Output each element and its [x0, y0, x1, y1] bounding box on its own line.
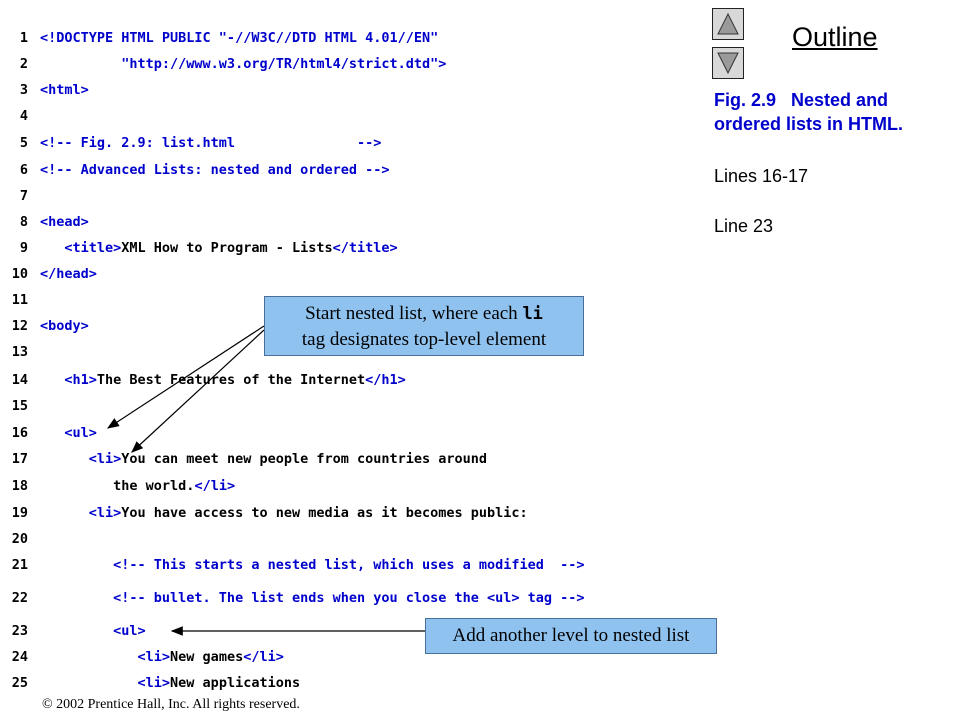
line-number: 9 — [19, 240, 28, 256]
line-number: 10 — [11, 266, 28, 282]
callout-nested-list: Start nested list, where each li tag des… — [264, 296, 584, 356]
code-token: <title> — [40, 240, 122, 256]
figure-number: Fig. 2.9 — [714, 90, 777, 110]
line-number: 7 — [19, 188, 28, 204]
arrow-to-line-16 — [106, 325, 265, 429]
line-number: 3 — [19, 82, 28, 98]
note-line-23: Line 23 — [714, 216, 774, 236]
code-text: <!-- Fig. 2.9: list.html --> — [40, 134, 381, 152]
code-token: the world. — [40, 478, 195, 494]
code-token: </head> — [40, 266, 97, 282]
code-text: </head> — [40, 265, 97, 283]
code-text: <!-- This starts a nested list, which us… — [40, 556, 585, 574]
triangle-down-icon — [717, 52, 739, 75]
line-number: 2 — [19, 56, 28, 72]
callout-li-code: li — [522, 304, 543, 324]
line-number: 5 — [19, 135, 28, 151]
line-number: 15 — [11, 398, 28, 414]
callout-nested-text-2: tag designates top-level element — [301, 329, 547, 350]
line-number: 1 — [19, 30, 28, 46]
code-token: <!-- bullet. The list ends when you clos… — [40, 590, 585, 606]
line-number: 21 — [11, 557, 28, 573]
code-text: <ul> — [40, 424, 97, 442]
code-text: <li>You can meet new people from countri… — [40, 450, 487, 468]
outline-title[interactable]: Outline — [792, 22, 878, 52]
code-token: <ul> — [40, 623, 146, 639]
line-number: 20 — [11, 531, 28, 547]
code-token: </h1> — [365, 372, 406, 388]
note-lines-16-17: Lines 16-17 — [714, 166, 809, 186]
line-number: 13 — [11, 344, 28, 360]
line-number: 19 — [11, 505, 28, 521]
next-slide-button[interactable] — [712, 47, 744, 79]
code-text: <!DOCTYPE HTML PUBLIC "-//W3C//DTD HTML … — [40, 29, 438, 47]
code-token: <!-- Fig. 2.9: list.html --> — [40, 135, 382, 151]
code-token: <li> — [40, 505, 122, 521]
code-token: The Best Features of the Internet — [96, 372, 366, 388]
code-token: "http://www.w3.org/TR/html4/strict.dtd"> — [40, 56, 447, 72]
code-token: New games — [170, 649, 244, 665]
callout-nested-text-1: Start nested list, where each — [305, 303, 523, 324]
line-number: 24 — [11, 649, 28, 665]
line-number: 17 — [11, 451, 28, 467]
code-token: <html> — [40, 82, 89, 98]
line-number: 6 — [19, 162, 28, 178]
code-token: <head> — [40, 214, 89, 230]
code-token: </title> — [332, 240, 398, 256]
line-number: 22 — [11, 590, 28, 606]
line-number: 25 — [11, 675, 28, 691]
line-number: 8 — [19, 214, 28, 230]
callout-another-level: Add another level to nested list — [425, 618, 717, 654]
code-text: <li>New games</li> — [40, 648, 284, 666]
code-token: <!-- This starts a nested list, which us… — [40, 557, 585, 573]
code-token: You can meet new people from countries a… — [121, 451, 488, 467]
code-token: <body> — [40, 318, 89, 334]
code-listing: 1 <!DOCTYPE HTML PUBLIC "-//W3C//DTD HTML… — [11, 29, 585, 692]
line-number: 18 — [11, 478, 28, 494]
line-number: 12 — [11, 318, 28, 334]
code-token: New applications — [170, 675, 301, 691]
figure-title: Nested and ordered lists in HTML. — [714, 90, 904, 134]
code-text: "http://www.w3.org/TR/html4/strict.dtd"> — [40, 55, 446, 73]
code-text: <li>New applications — [40, 674, 301, 692]
line-number: 16 — [11, 425, 28, 441]
line-number: 23 — [11, 623, 28, 639]
code-token: You have access to new media as it becom… — [121, 505, 528, 521]
copyright-notice: © 2002 Prentice Hall, Inc. All rights re… — [42, 697, 300, 712]
triangle-up-icon — [717, 12, 739, 35]
code-token: <li> — [40, 649, 171, 665]
code-token: </li> — [194, 478, 236, 494]
line-number: 14 — [11, 372, 28, 388]
code-token: <li> — [40, 451, 122, 467]
code-token: <!DOCTYPE HTML PUBLIC "-//W3C//DTD HTML … — [40, 30, 439, 46]
line-number: 11 — [11, 292, 28, 308]
code-token: <li> — [40, 675, 171, 691]
code-text: <body> — [40, 317, 89, 335]
arrow-to-line-17 — [131, 329, 265, 453]
code-text: <html> — [40, 81, 89, 99]
code-token: </li> — [243, 649, 284, 665]
code-text: <li>You have access to new media as it b… — [40, 504, 528, 522]
code-text: the world.</li> — [40, 477, 235, 495]
code-text: <ul> — [40, 622, 146, 640]
code-token: <ul> — [40, 425, 97, 441]
code-text: <!-- bullet. The list ends when you clos… — [40, 589, 585, 607]
code-text: <title>XML How to Program - Lists</title… — [40, 239, 398, 257]
code-token: <h1> — [40, 372, 97, 388]
code-token: XML How to Program - Lists — [121, 240, 333, 256]
code-text: <head> — [40, 213, 89, 231]
line-number: 4 — [19, 108, 28, 124]
figure-caption: Fig. 2.9 Nested and ordered lists in HTM… — [714, 88, 954, 136]
previous-slide-button[interactable] — [712, 8, 744, 40]
code-token: <!-- Advanced Lists: nested and ordered … — [40, 162, 390, 178]
code-text: <!-- Advanced Lists: nested and ordered … — [40, 161, 390, 179]
code-text: <h1>The Best Features of the Internet</h… — [40, 371, 406, 389]
